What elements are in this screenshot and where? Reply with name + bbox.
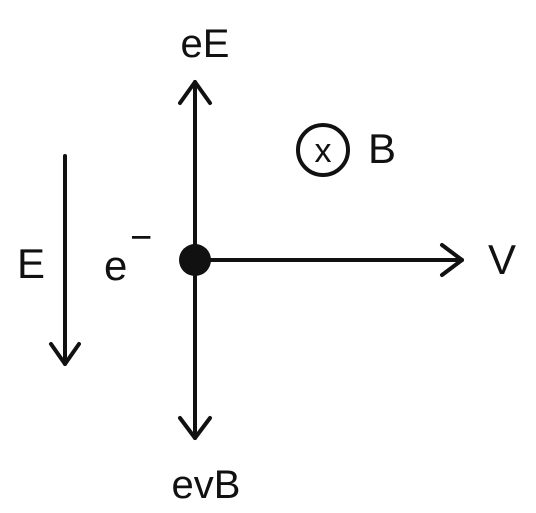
magnetic-force-arrowhead bbox=[178, 416, 212, 440]
electron-charge-sign: − bbox=[130, 217, 152, 259]
magnetic-field-into-page-icon bbox=[296, 123, 350, 177]
electric-field-arrowhead bbox=[49, 342, 81, 366]
electric-force-arrowhead bbox=[178, 80, 212, 105]
velocity-arrowhead bbox=[440, 243, 464, 277]
electric-field-label: E bbox=[17, 240, 45, 287]
electron-dot bbox=[179, 244, 211, 276]
electric-force-label: eE bbox=[181, 22, 230, 66]
magnetic-field-label: B bbox=[368, 125, 396, 172]
magnetic-field-symbol: x bbox=[315, 132, 332, 170]
velocity-label: V bbox=[488, 236, 516, 283]
magnetic-force-label: evB bbox=[172, 463, 241, 507]
electron-label: e bbox=[104, 242, 127, 289]
